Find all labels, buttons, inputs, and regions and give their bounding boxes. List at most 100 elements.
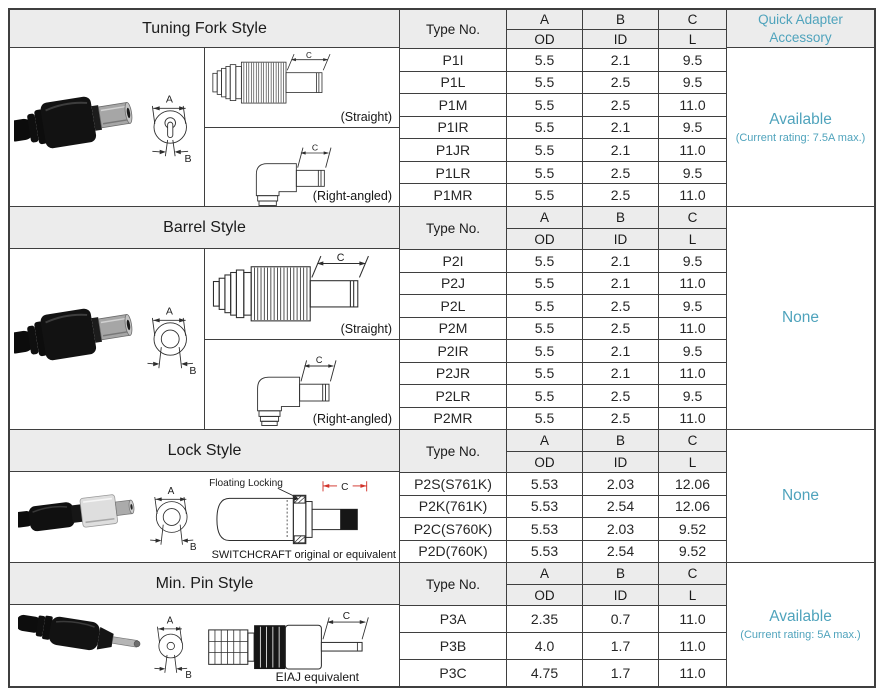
cell-l-value: 11.0	[659, 93, 726, 116]
cell-id-value: 2.03	[583, 472, 659, 495]
dim-b-label: B	[189, 365, 196, 377]
cell-od-value: 4.0	[507, 632, 583, 659]
section-lock: Lock Style	[10, 429, 874, 562]
dim-b-label: B	[185, 669, 191, 680]
col-a-header: A	[507, 430, 583, 451]
right-angled-drawing-cell: C (Right-angled)	[205, 128, 399, 206]
quick-adapter-cell: Available (Current rating: 5A max.)	[727, 563, 874, 686]
right-angled-plug-drawing: C	[255, 142, 332, 206]
cell-id-value: 2.5	[583, 70, 659, 94]
cell-id-value: 2.1	[583, 48, 659, 71]
switchcraft-note: SWITCHCRAFT original or equivalent	[211, 549, 396, 561]
cell-l-value: 11.0	[659, 183, 726, 206]
cell-od-value: 5.53	[507, 517, 583, 540]
right-angled-drawing-cell: C (Right-angled)	[205, 340, 399, 430]
quick-adapter-column: None	[727, 430, 874, 562]
cell-l-value: 9.5	[659, 70, 726, 94]
cell-od-value: 5.5	[507, 249, 583, 272]
cell-l-value: 9.5	[659, 115, 726, 139]
cross-section-diagram-barrel: A B	[147, 306, 196, 377]
dim-c-label: C	[316, 355, 323, 365]
qa-status: None	[781, 309, 820, 326]
col-a-header: A	[507, 563, 583, 584]
photo-and-cross-section: A B	[10, 249, 205, 429]
col-c-header: C	[659, 430, 726, 451]
cell-od-value: 5.5	[507, 339, 583, 362]
cell-id-value: 2.5	[583, 406, 659, 429]
barrel-drawings: C (Straight)	[205, 249, 399, 429]
cell-id-value: 2.03	[583, 517, 659, 540]
dim-c-label: C	[341, 482, 348, 493]
type-no-header: Type No.	[400, 563, 507, 605]
eiaj-note: EIAJ equivalent	[275, 670, 359, 684]
cell-id-value: 1.7	[583, 632, 659, 659]
cell-od-value: 5.5	[507, 70, 583, 94]
cell-type-no: P1M	[400, 93, 507, 116]
cell-l-value: 9.5	[659, 249, 726, 272]
min-pin-left-panel: Min. Pin Style	[10, 563, 400, 686]
col-b-header: B	[583, 430, 659, 451]
cell-od-value: 5.5	[507, 316, 583, 339]
straight-drawing-cell: C (Straight)	[205, 249, 399, 340]
section-title: Min. Pin Style	[10, 563, 399, 605]
barrel-left-panel: Barrel Style	[10, 207, 400, 429]
straight-label: (Straight)	[340, 321, 392, 336]
straight-plug-drawing: C	[212, 252, 369, 322]
tuning-fork-left-panel: Tuning Fork Style	[10, 10, 400, 206]
cell-l-value: 12.06	[659, 472, 726, 495]
cell-od-value: 5.5	[507, 160, 583, 184]
cell-l-value: 9.5	[659, 339, 726, 362]
cell-type-no: P2S(S761K)	[400, 472, 507, 495]
cell-type-no: P1L	[400, 70, 507, 94]
cell-id-value: 2.1	[583, 271, 659, 294]
right-angled-label: (Right-angled)	[312, 412, 392, 426]
cell-od-value: 5.5	[507, 271, 583, 294]
lock-illustrations: A B Floating Locking	[10, 472, 399, 562]
cell-type-no: P2K(761K)	[400, 494, 507, 517]
section-title: Lock Style	[10, 430, 399, 472]
col-od-header: OD	[507, 29, 583, 48]
cell-type-no: P3C	[400, 659, 507, 686]
col-b-header: B	[583, 563, 659, 584]
cell-od-value: 5.5	[507, 115, 583, 139]
floating-locking-label: Floating Locking	[209, 478, 283, 489]
section-tuning-fork: Tuning Fork Style	[10, 10, 874, 206]
dim-c-label: C	[343, 611, 350, 622]
cell-od-value: 5.53	[507, 539, 583, 562]
cross-section-diagram-tuning-fork: A B	[151, 94, 191, 165]
dim-b-label: B	[184, 153, 191, 165]
lock-plug-drawing: Floating Locking	[209, 478, 368, 545]
cell-type-no: P2D(760K)	[400, 539, 507, 562]
cell-od-value: 5.5	[507, 138, 583, 161]
col-b-header: B	[583, 207, 659, 228]
quick-adapter-column: Quick Adapter Accessory Available (Curre…	[727, 10, 874, 206]
cell-od-value: 5.5	[507, 406, 583, 429]
cell-od-value: 5.53	[507, 494, 583, 517]
cell-id-value: 2.54	[583, 539, 659, 562]
cell-type-no: P1IR	[400, 115, 507, 139]
plug-photo	[18, 614, 141, 650]
cell-l-value: 9.5	[659, 384, 726, 407]
qa-note: (Current rating: 5A max.)	[740, 629, 861, 641]
cell-l-value: 11.0	[659, 138, 726, 161]
col-id-header: ID	[583, 451, 659, 472]
col-od-header: OD	[507, 451, 583, 472]
dim-b-label: B	[190, 542, 197, 553]
cell-id-value: 2.5	[583, 160, 659, 184]
dim-c-label: C	[312, 142, 318, 152]
col-c-header: C	[659, 10, 726, 29]
tuning-fork-illustrations: A B	[10, 48, 399, 206]
col-a-header: A	[507, 207, 583, 228]
cell-l-value: 9.52	[659, 539, 726, 562]
type-no-header: Type No.	[400, 10, 507, 48]
cross-section-diagram-min-pin: A B	[154, 615, 192, 680]
cell-type-no: P1MR	[400, 183, 507, 206]
cell-id-value: 2.5	[583, 294, 659, 317]
straight-drawing-cell: C (Straight)	[205, 48, 399, 128]
cell-type-no: P2M	[400, 316, 507, 339]
dim-c-label: C	[337, 252, 345, 264]
dim-a-label: A	[166, 94, 174, 106]
